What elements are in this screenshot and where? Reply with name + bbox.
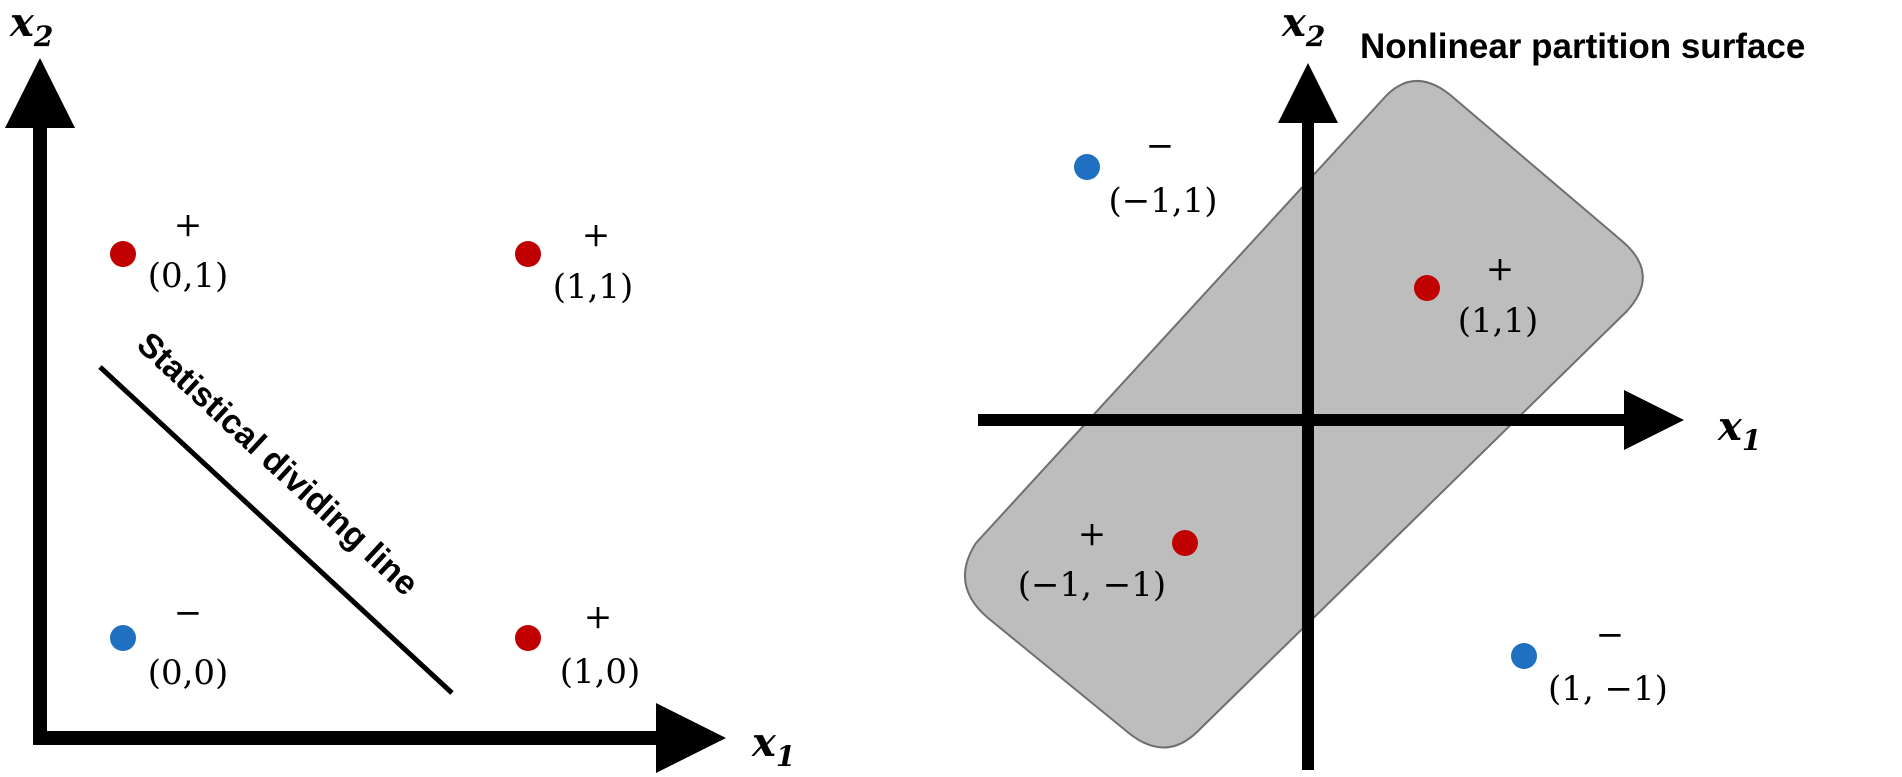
- left-x-axis-label: x1: [751, 719, 795, 773]
- point-sign: +: [1486, 249, 1515, 289]
- point-coord: (−1, −1): [1018, 565, 1166, 605]
- point-marker: [1414, 275, 1440, 301]
- left-point-1-0: + (1,0): [515, 597, 640, 692]
- point-marker: [1074, 154, 1100, 180]
- point-sign: −: [174, 593, 203, 633]
- point-coord: (−1,1): [1108, 181, 1217, 221]
- right-point-1-neg1: − (1, −1): [1511, 615, 1668, 709]
- left-y-axis-label: x2: [9, 0, 53, 53]
- point-marker: [110, 241, 136, 267]
- left-panel: x2 x1 Statistical dividing line + (0,1) …: [5, 0, 795, 773]
- point-sign: −: [1146, 126, 1175, 166]
- point-marker: [1511, 643, 1537, 669]
- left-point-0-0: − (0,0): [110, 593, 228, 693]
- right-point-1-1: + (1,1): [1414, 249, 1538, 341]
- left-point-0-1: + (0,1): [110, 205, 228, 296]
- point-coord: (0,0): [148, 653, 229, 693]
- right-panel: x2 x1 Nonlinear partition surface − (−1,…: [963, 0, 1805, 770]
- point-sign: −: [1596, 615, 1625, 655]
- point-sign: +: [1078, 514, 1107, 554]
- point-coord: (1,1): [553, 267, 634, 307]
- right-y-axis-label: x2: [1281, 0, 1325, 53]
- right-panel-title: Nonlinear partition surface: [1360, 27, 1805, 66]
- point-coord: (1,1): [1458, 301, 1539, 341]
- point-marker: [515, 625, 541, 651]
- point-coord: (1, −1): [1548, 669, 1668, 709]
- point-coord: (1,0): [560, 652, 641, 692]
- point-coord: (0,1): [148, 256, 229, 296]
- point-sign: +: [584, 597, 613, 637]
- left-point-1-1: + (1,1): [515, 215, 633, 307]
- point-marker: [515, 241, 541, 267]
- point-marker: [1172, 530, 1198, 556]
- dividing-line-label: Statistical dividing line: [130, 325, 426, 603]
- point-marker: [110, 625, 136, 651]
- right-point-neg1-1: − (−1,1): [1074, 126, 1218, 221]
- right-point-neg1-neg1: + (−1, −1): [1018, 514, 1198, 605]
- right-x-axis-label: x1: [1717, 403, 1761, 457]
- point-sign: +: [174, 205, 203, 245]
- statistical-dividing-line: [98, 365, 454, 695]
- point-sign: +: [582, 215, 611, 255]
